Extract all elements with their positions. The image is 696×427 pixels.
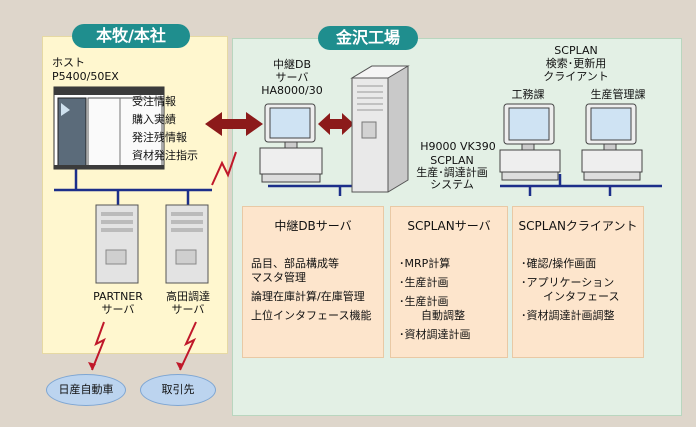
hq-title: 本牧/本社 <box>72 24 190 48</box>
h9000-line2: 生産･調達計画 <box>416 166 488 179</box>
panel-title: SCPLANサーバ <box>407 219 491 233</box>
host-data-item: 購入実績 <box>132 113 176 126</box>
partner-server-icon <box>95 204 139 284</box>
panel-item: ･生産計画 <box>399 276 449 289</box>
partner-line1: PARTNER <box>93 290 143 303</box>
relay-db-label1: 中継DB <box>272 58 312 71</box>
panel-scplan-server: SCPLANサーバ ･MRP計算 ･生産計画 ･生産計画 自動調整 ･資材調達計… <box>390 206 508 358</box>
takada-line1: 高田調達 <box>166 290 210 303</box>
server-tower-icon <box>350 65 410 193</box>
panel-item: ･生産計画 自動調整 <box>399 295 465 322</box>
host-label: ホスト <box>52 56 85 69</box>
partner-line2: サーバ <box>101 303 135 316</box>
panel-title: 中継DBサーバ <box>274 219 352 233</box>
relay-db-label2: サーバ <box>275 71 309 84</box>
h9000-line1: SCPLAN <box>430 154 474 167</box>
factory-title: 金沢工場 <box>318 26 418 50</box>
suppliers-oval: 取引先 <box>140 374 216 406</box>
monitor-icon-works <box>499 103 561 181</box>
panel-item: 上位インタフェース機能 <box>251 309 372 322</box>
nissan-oval: 日産自動車 <box>46 374 126 406</box>
host-data-list: 受注情報 購入実績 発注残情報 資材発注指示 <box>132 93 198 165</box>
h9000-model: H9000 VK390 <box>420 140 496 153</box>
takada-line2: サーバ <box>171 303 205 316</box>
panel-title: SCPLANクライアント <box>518 219 638 233</box>
host-data-item: 受注情報 <box>132 95 176 108</box>
panel-item: 品目、部品構成等 マスタ管理 <box>251 257 339 284</box>
clients-line3: クライアント <box>543 70 609 83</box>
relay-db-model: HA8000/30 <box>261 84 323 97</box>
mainframe-icon <box>53 86 165 170</box>
double-arrow-icon-2 <box>318 113 354 135</box>
host-model: P5400/50EX <box>52 70 119 83</box>
double-arrow-icon <box>205 112 263 136</box>
panel-item: ･MRP計算 <box>399 257 451 270</box>
panel-item: ･資材調達計画調整 <box>521 309 615 322</box>
host-data-item: 発注残情報 <box>132 131 187 144</box>
panel-item: ･確認/操作画面 <box>521 257 597 270</box>
clients-line1: SCPLAN <box>554 44 598 57</box>
panel-scplan-client: SCPLANクライアント ･確認/操作画面 ･アプリケーション インタフェース … <box>512 206 644 358</box>
monitor-icon-prod <box>581 103 643 181</box>
panel-relay-db: 中継DBサーバ 品目、部品構成等 マスタ管理 論理在庫計算/在庫管理 上位インタ… <box>242 206 384 358</box>
dept-works: 工務課 <box>511 88 545 101</box>
takada-server-icon <box>165 204 209 284</box>
monitor-icon <box>259 103 323 183</box>
lightning-link-icon <box>91 151 237 371</box>
panel-item: ･資材調達計画 <box>399 328 471 341</box>
dept-prod: 生産管理課 <box>590 88 646 101</box>
h9000-line3: システム <box>430 178 474 191</box>
panel-item: 論理在庫計算/在庫管理 <box>251 290 365 303</box>
clients-line2: 検索･更新用 <box>545 57 607 70</box>
host-data-item: 資材発注指示 <box>132 149 198 162</box>
panel-item: ･アプリケーション インタフェース <box>521 276 620 303</box>
